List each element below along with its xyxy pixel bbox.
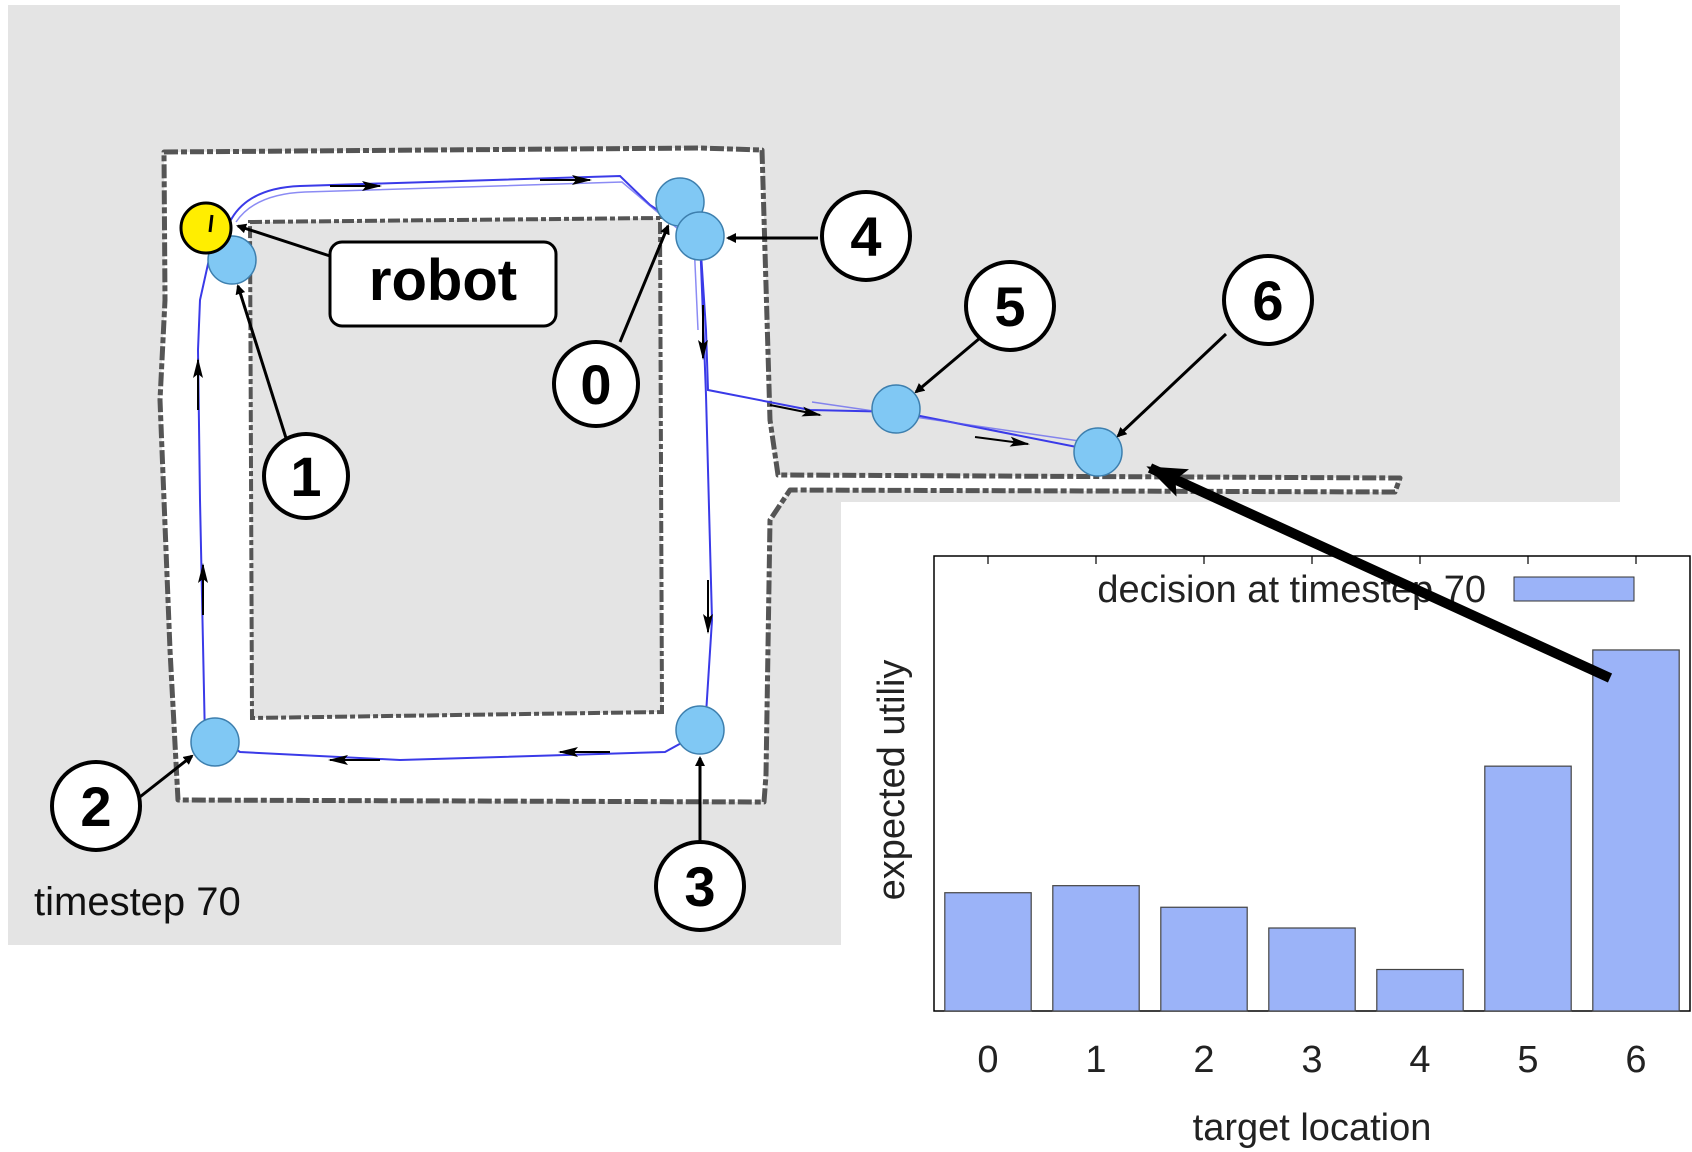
robot-path-echo bbox=[235, 181, 1101, 445]
path-direction-arrows bbox=[193, 175, 1030, 765]
robot-body-icon bbox=[179, 201, 233, 255]
target-label-5: 5 bbox=[964, 260, 1056, 352]
robot-label-box bbox=[328, 240, 558, 328]
robot-heading-icon bbox=[208, 214, 214, 233]
expected-utility-chart: 0 1 2 3 4 5 6 decision at timestep 70 target l… bbox=[841, 502, 1692, 1152]
target-location-2 bbox=[190, 717, 240, 767]
x-tick-label: 2 bbox=[1193, 1039, 1214, 1081]
target-label-circle bbox=[964, 260, 1056, 352]
target-label-text: 6 bbox=[1252, 269, 1283, 332]
target-label-text: 5 bbox=[994, 275, 1025, 338]
bar-1 bbox=[1052, 885, 1140, 1012]
callout-arrow-1 bbox=[235, 284, 288, 439]
x-tick-label: 6 bbox=[1625, 1039, 1646, 1081]
bar-5 bbox=[1484, 765, 1572, 1012]
x-tick-label: 3 bbox=[1301, 1039, 1322, 1081]
target-label-circle bbox=[1222, 254, 1314, 346]
callout-arrow-2 bbox=[135, 754, 194, 802]
bar-0 bbox=[944, 892, 1032, 1012]
y-axis-label: expected utiliy bbox=[871, 660, 913, 901]
x-tick-label: 1 bbox=[1085, 1039, 1106, 1081]
target-label-circle bbox=[654, 840, 746, 932]
robot-marker bbox=[179, 201, 233, 255]
callout-arrow-0 bbox=[618, 224, 670, 343]
x-tick-label: 0 bbox=[977, 1039, 998, 1081]
target-label-circle bbox=[820, 190, 912, 282]
target-label-circle bbox=[552, 340, 640, 428]
x-tick-label: 5 bbox=[1517, 1039, 1538, 1081]
target-location-6 bbox=[1073, 427, 1123, 477]
target-label-0: 0 bbox=[552, 340, 640, 428]
bar-2 bbox=[1160, 906, 1248, 1012]
callout-arrow-robot bbox=[236, 223, 331, 258]
bar-6 bbox=[1592, 649, 1680, 1012]
target-label-text: 1 bbox=[290, 445, 321, 508]
target-label-text: 4 bbox=[850, 205, 881, 268]
path-arrow bbox=[974, 436, 1030, 447]
target-label-circle bbox=[50, 760, 142, 852]
timestep-label: timestep 70 bbox=[34, 880, 241, 924]
target-label-6: 6 bbox=[1222, 254, 1314, 346]
target-label-circle bbox=[262, 432, 350, 520]
x-axis-label: target location bbox=[1193, 1107, 1432, 1149]
pointer-arrow bbox=[1146, 463, 1613, 683]
bar-3 bbox=[1268, 927, 1356, 1012]
path-arrow bbox=[769, 404, 822, 417]
legend: decision at timestep 70 bbox=[1097, 569, 1635, 611]
target-location-5 bbox=[871, 384, 921, 434]
target-label-text: 2 bbox=[80, 775, 111, 838]
legend-swatch bbox=[1513, 576, 1635, 602]
inner-block bbox=[247, 215, 665, 721]
robot-label: robot bbox=[369, 248, 517, 313]
target-label-text: 0 bbox=[580, 353, 611, 416]
target-label-text: 3 bbox=[684, 855, 715, 918]
callout-arrow-6 bbox=[1116, 332, 1228, 438]
x-tick-label: 4 bbox=[1409, 1039, 1430, 1081]
target-location-3 bbox=[675, 705, 725, 755]
target-label-4: 4 bbox=[820, 190, 912, 282]
callout-arrow-5 bbox=[914, 336, 981, 394]
target-label-1: 1 bbox=[262, 432, 350, 520]
target-label-3: 3 bbox=[654, 840, 746, 932]
target-label-2: 2 bbox=[50, 760, 142, 852]
occupancy-map: robot 1 0 4 2 3 5 6 timestep bbox=[8, 5, 1620, 945]
bars bbox=[944, 649, 1680, 1012]
bar-4 bbox=[1376, 968, 1464, 1012]
x-tick-labels: 0 1 2 3 4 5 6 bbox=[977, 556, 1647, 1081]
target-location-4 bbox=[675, 211, 725, 261]
